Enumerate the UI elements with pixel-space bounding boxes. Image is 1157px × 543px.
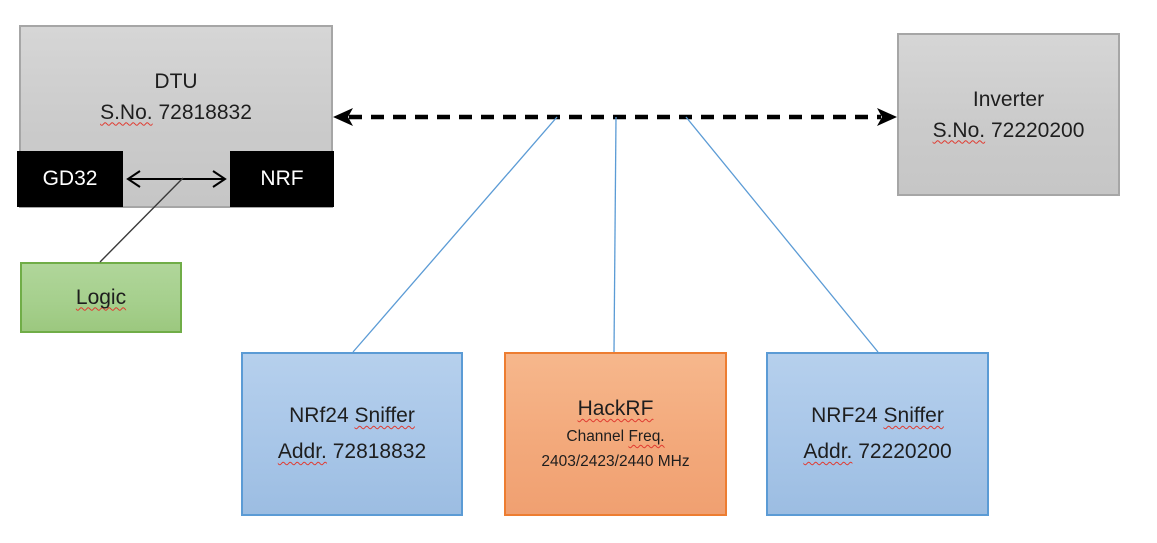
nrf-label: NRF — [260, 167, 304, 190]
sniffer-left-addr: Addr. 72818832 — [278, 434, 426, 470]
link-to-sniffer-left-line — [352, 116, 558, 353]
link-to-hackrf-line — [613, 116, 617, 353]
logic-label: Logic — [75, 285, 127, 309]
dtu-serial-number: 72818832 — [158, 100, 252, 124]
sniffer-left-addr-label: Addr. — [277, 440, 327, 463]
sniffer-right-name: NRF24 Sniffer — [811, 398, 944, 434]
arrowhead-left — [333, 108, 353, 126]
nrf-chip: NRF — [230, 151, 334, 207]
logic-box: Logic — [20, 262, 182, 333]
hackrf-box: HackRF Channel Freq. 2403/2423/2440 MHz — [504, 352, 727, 516]
inverter-serial-line: S.No. 72220200 — [933, 115, 1085, 146]
hackrf-frequencies: 2403/2423/2440 MHz — [541, 453, 690, 470]
dtu-serial-line: S.No. 72818832 — [100, 97, 252, 128]
sniffer-left-addr-value: 72818832 — [332, 440, 427, 463]
inverter-serial-label: S.No. — [932, 118, 986, 142]
sniffer-right-box: NRF24 Sniffer Addr. 72220200 — [766, 352, 989, 516]
inverter-box: Inverter S.No. 72220200 — [897, 33, 1120, 196]
hackrf-channel-line: Channel Freq. — [566, 424, 664, 449]
hackrf-title: HackRF — [577, 397, 654, 420]
sniffer-left-box: NRf24 Sniffer Addr. 72818832 — [241, 352, 463, 516]
sniffer-right-name-word: Sniffer — [883, 404, 944, 427]
dtu-serial-label: S.No. — [100, 100, 153, 124]
hackrf-freq-word: Freq. — [628, 428, 665, 445]
sniffer-right-name-prefix: NRF24 — [811, 404, 878, 427]
gd32-label: GD32 — [42, 167, 98, 190]
sniffer-left-name-prefix: NRf24 — [289, 404, 349, 427]
link-to-sniffer-right-line — [685, 116, 879, 353]
hackrf-channel-word: Channel — [566, 428, 625, 445]
inverter-serial-number: 72220200 — [990, 118, 1085, 142]
dtu-title: DTU — [154, 69, 198, 93]
inverter-title: Inverter — [972, 87, 1045, 111]
sniffer-right-addr: Addr. 72220200 — [803, 434, 951, 470]
sniffer-right-addr-label: Addr. — [803, 440, 853, 463]
sniffer-left-name: NRf24 Sniffer — [289, 398, 415, 434]
arrowhead-right — [877, 108, 897, 126]
dtu-inverter-dashed-arrow — [333, 108, 897, 126]
sniffer-left-name-word: Sniffer — [354, 404, 415, 427]
sniffer-right-addr-value: 72220200 — [858, 440, 952, 463]
gd32-chip: GD32 — [17, 151, 123, 207]
